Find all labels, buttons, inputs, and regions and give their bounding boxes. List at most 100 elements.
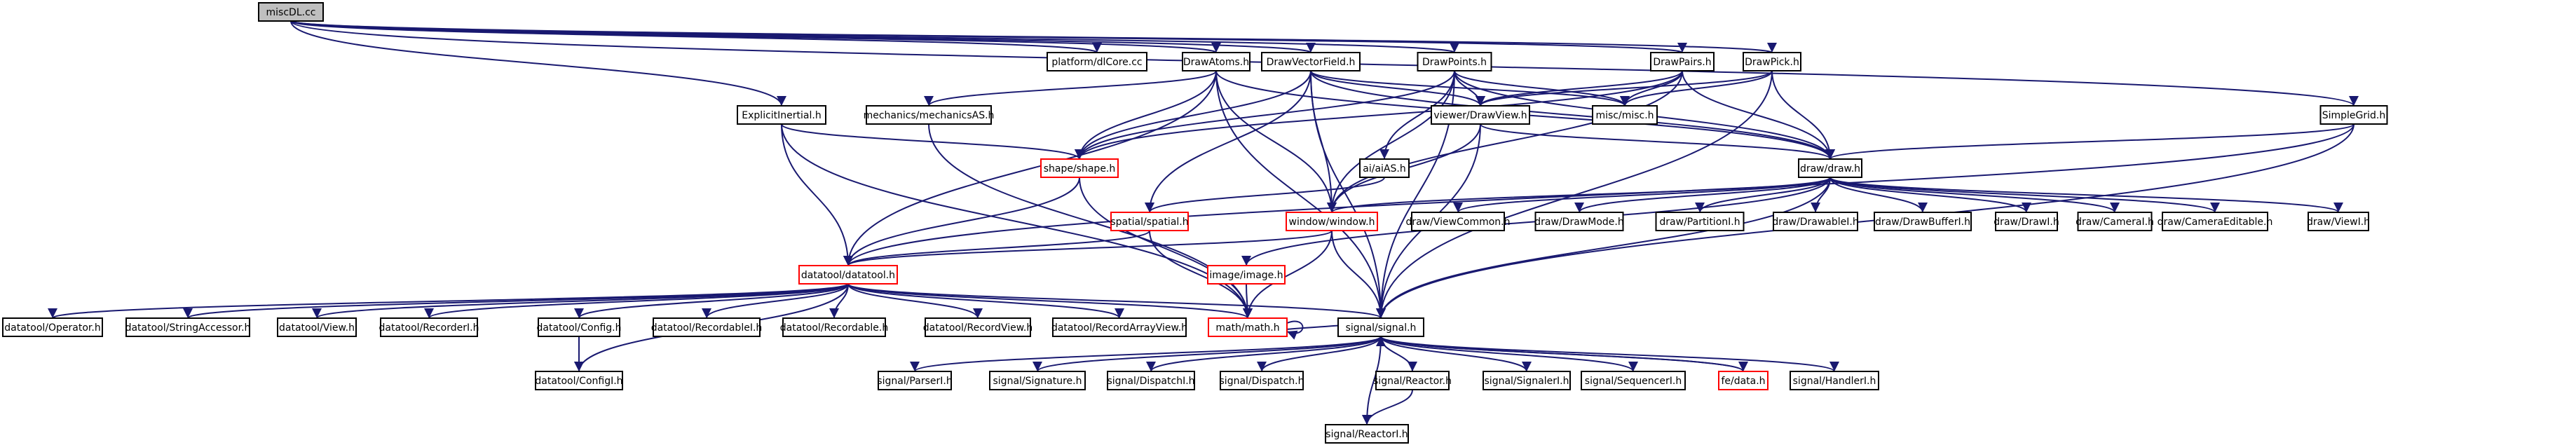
node-datatool-configi-h[interactable]: datatool/ConfigI.h bbox=[535, 371, 623, 390]
node-datatool-recordable-h[interactable]: datatool/Recordable.h bbox=[780, 317, 888, 337]
node-viewer-drawview-h[interactable]: viewer/DrawView.h bbox=[1431, 105, 1530, 125]
node-miscdl-cc[interactable]: miscDL.cc bbox=[258, 2, 324, 22]
node-image-image-h[interactable]: image/image.h bbox=[1207, 265, 1286, 285]
node-math-math-h[interactable]: math/math.h bbox=[1208, 317, 1288, 337]
node-signal-signaleri-h[interactable]: signal/SignalerI.h bbox=[1483, 371, 1571, 390]
node-shape-shape-h[interactable]: shape/shape.h bbox=[1040, 158, 1119, 178]
node-signal-reactori-h[interactable]: signal/ReactorI.h bbox=[1325, 424, 1409, 444]
node-label: datatool/Operator.h bbox=[4, 322, 100, 334]
node-datatool-recordablei-h[interactable]: datatool/RecordableI.h bbox=[651, 317, 763, 337]
node-datatool-recordarrayview-h[interactable]: datatool/RecordArrayView.h bbox=[1051, 317, 1187, 337]
node-label: SimpleGrid.h bbox=[2322, 110, 2386, 121]
node-signal-dispatch-h[interactable]: signal/Dispatch.h bbox=[1220, 371, 1304, 390]
edge-reactor-to-reactorI bbox=[1362, 389, 1413, 425]
node-drawatoms-h[interactable]: DrawAtoms.h bbox=[1182, 52, 1250, 71]
node-box bbox=[380, 317, 478, 337]
edge-math-to-math bbox=[1286, 320, 1304, 340]
node-label: signal/Signature.h bbox=[993, 376, 1082, 387]
node-label: draw/PartitionI.h bbox=[1659, 217, 1740, 228]
node-signal-sequenceri-h[interactable]: signal/SequencerI.h bbox=[1581, 371, 1686, 390]
node-label: signal/signal.h bbox=[1346, 322, 1417, 334]
node-box bbox=[1431, 105, 1530, 125]
edge-datatool-to-recordableI bbox=[702, 283, 849, 319]
node-box bbox=[1773, 212, 1858, 231]
node-datatool-operator-h[interactable]: datatool/Operator.h bbox=[2, 317, 103, 337]
edge-drawAtoms-to-mechanicsAS bbox=[924, 70, 1217, 107]
edge-spatial-to-datatool bbox=[843, 230, 1150, 266]
node-box bbox=[1208, 317, 1288, 337]
edge-window-to-math bbox=[1243, 230, 1333, 319]
edge-drawVectorField-to-viewerDrawView bbox=[1310, 70, 1485, 107]
node-datatool-recordview-h[interactable]: datatool/RecordView.h bbox=[923, 317, 1033, 337]
node-drawpick-h[interactable]: DrawPick.h bbox=[1743, 52, 1801, 71]
edge-miscDL-to-explicitInertial bbox=[290, 20, 786, 107]
node-signal-signal-h[interactable]: signal/signal.h bbox=[1337, 317, 1424, 337]
edge-drawDraw-to-viewCommon bbox=[1453, 177, 1831, 213]
node-draw-draw-h[interactable]: draw/draw.h bbox=[1798, 158, 1862, 178]
node-draw-drawmode-h[interactable]: draw/DrawMode.h bbox=[1534, 212, 1624, 231]
node-datatool-view-h[interactable]: datatool/View.h bbox=[277, 317, 357, 337]
node-box bbox=[1286, 212, 1378, 231]
node-draw-camerai-h[interactable]: draw/CameraI.h bbox=[2076, 212, 2154, 231]
edge-drawPairs-to-window bbox=[1327, 70, 1683, 213]
edge-window-to-signal bbox=[1331, 230, 1386, 319]
node-label: datatool/View.h bbox=[279, 322, 355, 334]
node-datatool-stringaccessor-h[interactable]: datatool/StringAccessor.h bbox=[125, 317, 251, 337]
node-label: signal/SequencerI.h bbox=[1585, 376, 1682, 387]
edge-aiAS-to-spatial bbox=[1145, 177, 1385, 213]
node-signal-dispatchi-h[interactable]: signal/DispatchI.h bbox=[1107, 371, 1195, 390]
node-box bbox=[1107, 371, 1195, 390]
node-draw-partitioni-h[interactable]: draw/PartitionI.h bbox=[1655, 212, 1745, 231]
node-datatool-recorderi-h[interactable]: datatool/RecorderI.h bbox=[379, 317, 479, 337]
node-platform-dlcore-cc[interactable]: platform/dlCore.cc bbox=[1047, 52, 1147, 71]
node-draw-drawablei-h[interactable]: draw/DrawableI.h bbox=[1772, 212, 1859, 231]
node-ai-aias-h[interactable]: ai/aiAS.h bbox=[1359, 158, 1410, 178]
edge-simpleGrid-to-signal bbox=[1376, 123, 2354, 319]
node-draw-viewcommon-h[interactable]: draw/ViewCommon.h bbox=[1406, 212, 1511, 231]
node-datatool-datatool-h[interactable]: datatool/datatool.h bbox=[798, 265, 898, 285]
node-label: fe/data.h bbox=[1721, 376, 1765, 387]
node-box bbox=[2077, 212, 2153, 231]
node-drawvectorfield-h[interactable]: DrawVectorField.h bbox=[1261, 52, 1361, 71]
node-label: datatool/RecorderI.h bbox=[379, 322, 479, 334]
node-explicitinertial-h[interactable]: ExplicitInertial.h bbox=[737, 105, 826, 125]
node-label: ai/aiAS.h bbox=[1363, 163, 1405, 174]
node-draw-viewi-h[interactable]: draw/ViewI.h bbox=[2307, 212, 2370, 231]
node-signal-signature-h[interactable]: signal/Signature.h bbox=[989, 371, 1086, 390]
node-label: draw/DrawableI.h bbox=[1772, 217, 1858, 228]
node-draw-drawbufferi-h[interactable]: draw/DrawBufferI.h bbox=[1874, 212, 1972, 231]
edge-drawVectorField-to-shape bbox=[1075, 70, 1311, 160]
node-box bbox=[925, 317, 1031, 337]
node-drawpoints-h[interactable]: DrawPoints.h bbox=[1417, 52, 1492, 71]
node-box bbox=[1650, 52, 1715, 71]
node-signal-handleri-h[interactable]: signal/HandlerI.h bbox=[1790, 371, 1879, 390]
node-window-window-h[interactable]: window/window.h bbox=[1286, 212, 1378, 231]
node-simplegrid-h[interactable]: SimpleGrid.h bbox=[2319, 105, 2388, 125]
node-label: DrawPairs.h bbox=[1653, 57, 1711, 68]
node-mechanics-mechanicsas-h[interactable]: mechanics/mechanicsAS.h bbox=[864, 105, 995, 125]
edge-drawDraw-to-drawI bbox=[1829, 177, 2031, 213]
edge-signal-to-dispatch bbox=[1257, 336, 1382, 372]
node-label: signal/ReactorI.h bbox=[1326, 429, 1408, 440]
node-box bbox=[1207, 265, 1286, 285]
edge-simpleGrid-to-drawDraw bbox=[1825, 123, 2354, 160]
node-signal-parseri-h[interactable]: signal/ParserI.h bbox=[877, 371, 953, 390]
node-box bbox=[1110, 212, 1189, 231]
node-spatial-spatial-h[interactable]: spatial/spatial.h bbox=[1110, 212, 1189, 231]
node-label: draw/ViewCommon.h bbox=[1406, 217, 1511, 228]
edge-drawPairs-to-viewerDrawView bbox=[1476, 70, 1683, 107]
edge-drawDraw-to-drawBufferI bbox=[1829, 177, 1928, 213]
node-datatool-config-h[interactable]: datatool/Config.h bbox=[536, 317, 622, 337]
node-drawpairs-h[interactable]: DrawPairs.h bbox=[1650, 52, 1715, 71]
node-box bbox=[782, 317, 886, 337]
edge-signal-to-dispatchI bbox=[1146, 336, 1382, 372]
edge-datatool-to-stringAccessor bbox=[183, 283, 849, 319]
node-draw-cameraeditable-h[interactable]: draw/CameraEditable.h bbox=[2158, 212, 2273, 231]
node-misc-misc-h[interactable]: misc/misc.h bbox=[1592, 105, 1658, 125]
node-signal-reactor-h[interactable]: signal/Reactor.h bbox=[1373, 371, 1452, 390]
node-draw-drawi-h[interactable]: draw/DrawI.h bbox=[1994, 212, 2059, 231]
node-label: draw/DrawBufferI.h bbox=[1875, 217, 1970, 228]
edge-drawDraw-to-drawMode bbox=[1574, 177, 1831, 213]
node-fe-data-h[interactable]: fe/data.h bbox=[1718, 371, 1769, 390]
node-label: viewer/DrawView.h bbox=[1433, 110, 1527, 121]
